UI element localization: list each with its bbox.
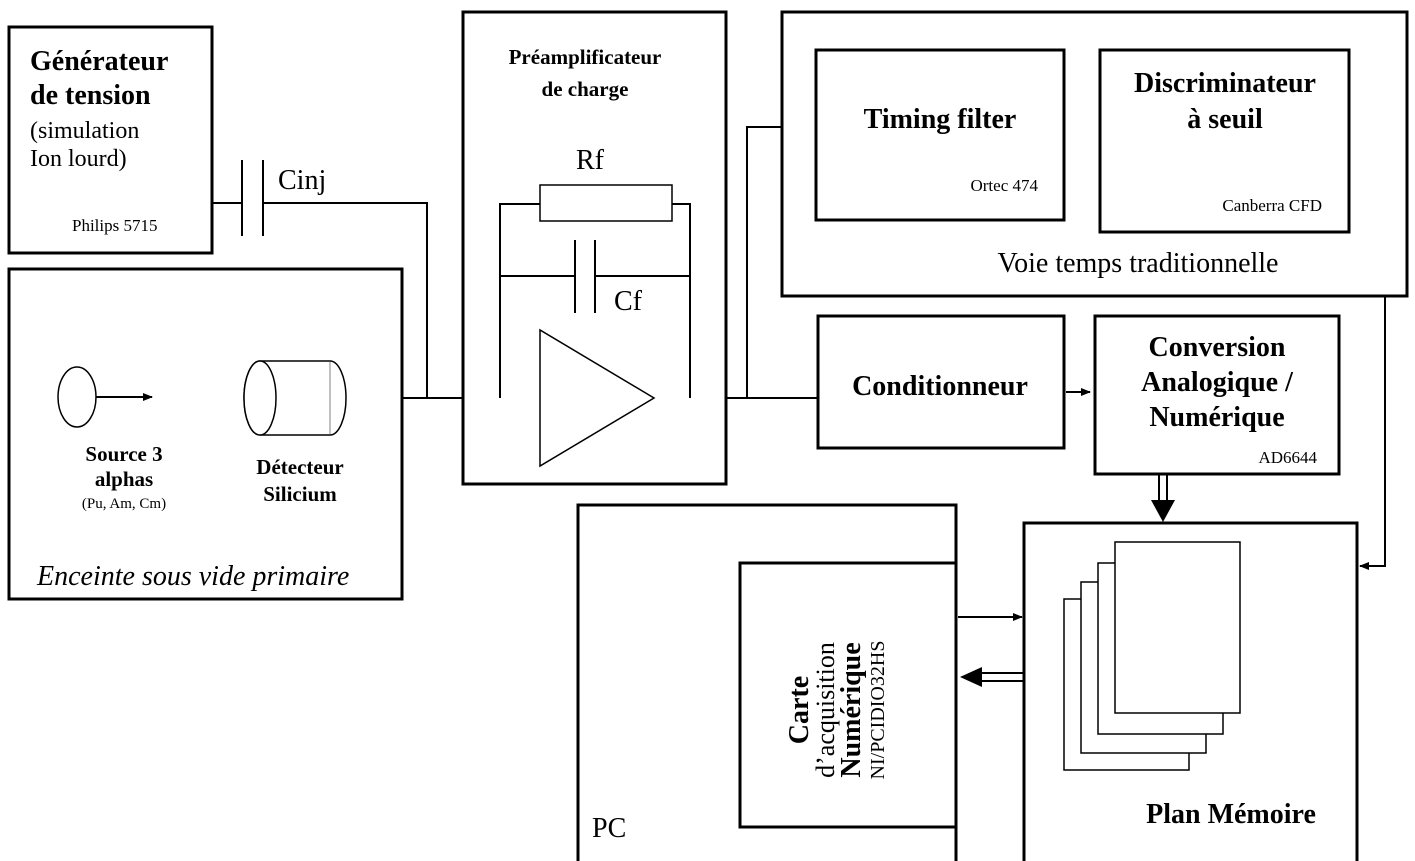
- card-label-1: Carte: [784, 676, 815, 744]
- detector-label-2: Silicium: [263, 482, 337, 506]
- acquisition-card-box: [738, 561, 958, 829]
- rf-resistor: [539, 184, 673, 222]
- memory-pages-icon: [1063, 541, 1241, 771]
- conditioner-label: Conditionneur: [852, 371, 1028, 402]
- generator-model: Philips 5715: [72, 216, 158, 235]
- card-label-2: d’acquisition: [811, 642, 840, 778]
- memory-plane-box: Plan Mémoire: [1022, 521, 1359, 861]
- adc-box: Conversion Analogique / Numérique AD6644: [1093, 314, 1341, 476]
- adc-label-1: Conversion: [1149, 332, 1286, 363]
- generator-sub-2: Ion lourd): [30, 146, 127, 172]
- source-label-2: alphas: [95, 467, 153, 491]
- timing-filter-label: Timing filter: [864, 104, 1017, 135]
- detector-label-1: Détecteur: [256, 455, 343, 479]
- discriminator-box: [1098, 48, 1351, 234]
- adc-label-3: Numérique: [1149, 402, 1284, 433]
- cinj-capacitor: Cinj: [241, 160, 326, 236]
- card-label-3: Numérique: [836, 642, 867, 777]
- preamp-title-1: Préamplificateur: [509, 45, 662, 69]
- adc-label-2: Analogique /: [1141, 367, 1294, 398]
- adc-model: AD6644: [1258, 448, 1317, 467]
- generator-title-1: Générateur: [30, 46, 168, 77]
- vacuum-enclosure-box: Source 3 alphas (Pu, Am, Cm) Détecteur S…: [7, 267, 404, 601]
- timing-filter-box: [814, 48, 1066, 222]
- amplifier-triangle-icon: [539, 328, 656, 468]
- timing-filter-model: Ortec 474: [970, 176, 1038, 195]
- discriminator-label-1: Discriminateur: [1134, 68, 1316, 99]
- timing-channel-caption: Voie temps traditionnelle: [998, 248, 1279, 279]
- cf-label: Cf: [614, 286, 643, 317]
- memory-label: Plan Mémoire: [1146, 799, 1316, 830]
- discriminator-label-2: à seuil: [1187, 104, 1263, 135]
- charge-preamplifier-box: Préamplificateur de charge Rf Cf: [461, 10, 728, 486]
- source-label-1: Source 3: [85, 442, 162, 466]
- pc-box: PC Carte d’acquisition Numérique NI/PCID…: [576, 503, 958, 861]
- pc-label: PC: [592, 813, 626, 844]
- generator-title-2: de tension: [30, 80, 151, 111]
- enclosure-caption: Enceinte sous vide primaire: [36, 561, 349, 592]
- generator-sub-1: (simulation: [30, 118, 139, 144]
- alpha-source-icon: [57, 366, 97, 428]
- voltage-generator-box: Générateur de tension (simulation Ion lo…: [7, 25, 214, 255]
- card-model: NI/PCIDIO32HS: [867, 641, 889, 780]
- rf-label: Rf: [576, 145, 605, 176]
- silicon-detector-icon: [243, 360, 347, 436]
- discriminator-model: Canberra CFD: [1222, 196, 1322, 215]
- timing-channel-box: Timing filter Ortec 474 Discriminateur à…: [780, 10, 1409, 298]
- cinj-label: Cinj: [278, 165, 326, 196]
- conditioner-box: Conditionneur: [816, 314, 1066, 450]
- source-label-3: (Pu, Am, Cm): [82, 496, 166, 512]
- preamp-title-2: de charge: [542, 77, 629, 101]
